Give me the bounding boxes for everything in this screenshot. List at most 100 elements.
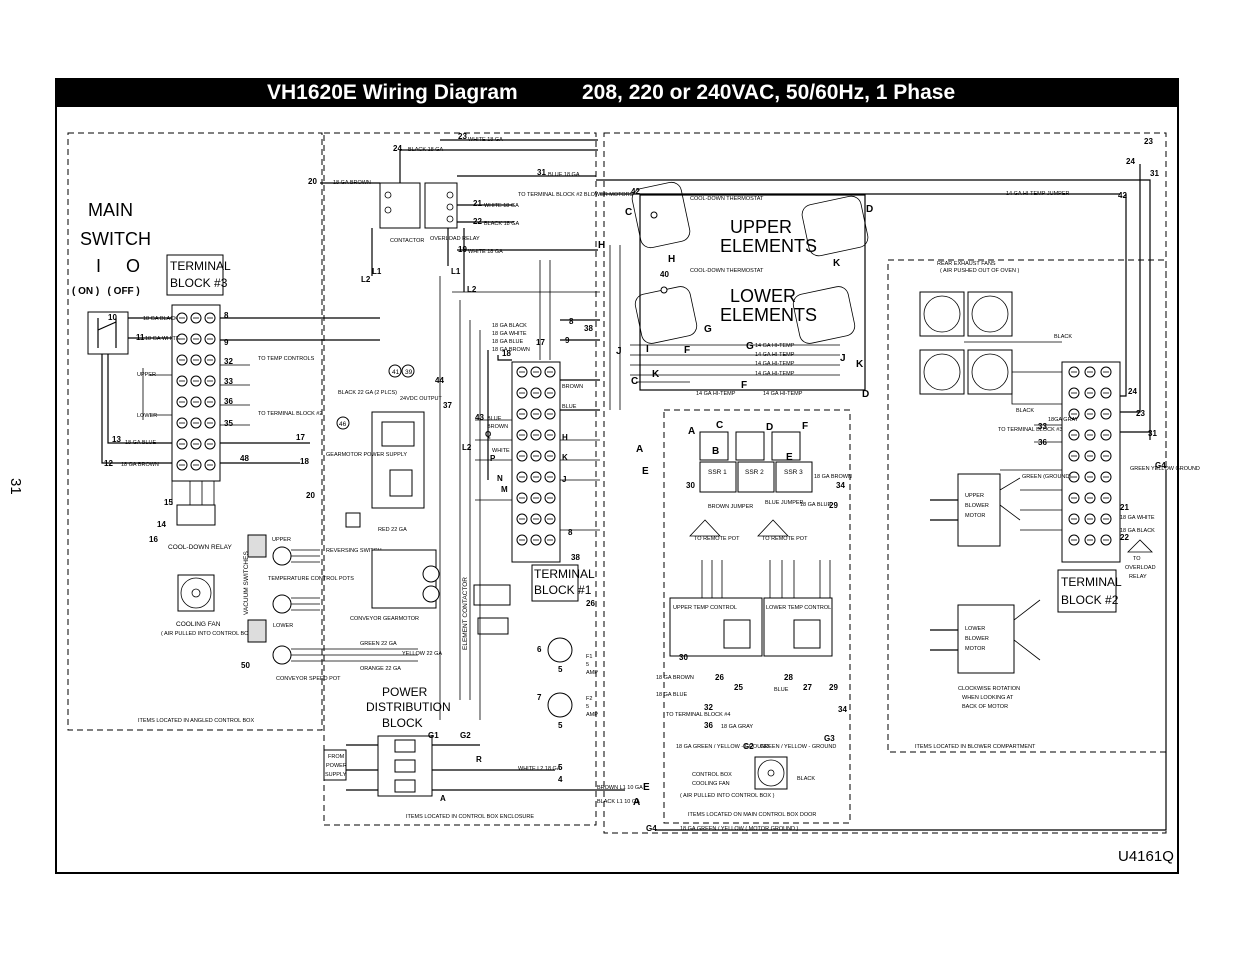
node-36-tb2: 36 (1038, 438, 1047, 447)
node-9-tb1: 9 (565, 336, 570, 345)
rotation-note-2: WHEN LOOKING AT (962, 695, 1014, 701)
wire-white-18-tb3: 18 GA WHITE (145, 336, 180, 342)
node-10: 10 (108, 313, 117, 322)
node-6: 6 (537, 645, 542, 654)
node-A-bottom: A (633, 797, 640, 808)
wire-blue-18-tb3: 18 GA BLUE (125, 440, 157, 446)
angled-control-box-note: ITEMS LOCATED IN ANGLED CONTROL BOX (138, 718, 254, 724)
exhaust-fan-2 (967, 291, 1013, 337)
contactor-label: CONTACTOR (390, 238, 424, 244)
node-24-right: 24 (1126, 157, 1135, 166)
node-23-top: 23 (458, 132, 467, 141)
ssr3-label: SSR 3 (784, 469, 803, 476)
cool-down-relay-label: COOL-DOWN RELAY (168, 544, 232, 551)
diagram-title: VH1620E Wiring Diagram (267, 81, 518, 104)
node-G1: G1 (428, 731, 439, 740)
conveyor-gearmotor-label: CONVEYOR GEARMOTOR (350, 616, 419, 622)
node-20-left: 20 (306, 491, 315, 500)
control-box-enclosure-note: ITEMS LOCATED IN CONTROL BOX ENCLOSURE (406, 814, 534, 820)
overload-relay-body (424, 182, 458, 229)
wire-white-tb2: 18 GA WHITE (1120, 515, 1155, 521)
fuse-f1-rating: 5 (586, 662, 589, 668)
wire-black-fan2: BLACK (1016, 408, 1034, 414)
wire-brown-tb1b: BROWN (487, 424, 508, 430)
hi-temp-4: 14 GA HI-TEMP (755, 371, 795, 377)
terminal-block-3-body (171, 304, 221, 482)
node-24-top: 24 (393, 144, 402, 153)
node-12: 12 (104, 459, 113, 468)
node-C-ssr: C (716, 420, 723, 431)
fuse-f2 (547, 692, 573, 718)
node-F-oven: F (684, 345, 690, 356)
node-L1-relay: L1 (451, 267, 461, 276)
node-34-ssr: 34 (836, 481, 845, 490)
node-7: 7 (537, 693, 542, 702)
from-power-supply-3: SUPPLY (325, 772, 347, 778)
lower-blower-motor-2: BLOWER (965, 636, 989, 642)
node-B-ssr: B (712, 446, 719, 457)
node-38-tb1: 38 (571, 553, 580, 562)
rear-exhaust-fans-label: REAR EXHAUST FANS (937, 261, 996, 267)
element-contactor-body-1 (473, 584, 511, 606)
temperature-control-pots-label: TEMPERATURE CONTROL POTS (268, 576, 354, 582)
node-Q: Q (485, 430, 491, 439)
cool-down-relay-body (176, 504, 216, 526)
wire-blue-tb1c: BLUE (562, 404, 577, 410)
pot-lower-label: LOWER (273, 623, 293, 629)
wire-white-l2: WHITE L2 18 GA (518, 766, 561, 772)
wire-green-yellow-2: GREEN / YELLOW - GROUND (760, 744, 836, 750)
lower-blower-motor-1: LOWER (965, 626, 985, 632)
node-L2-relay: L2 (467, 285, 477, 294)
wire-brown-18-top: 18 GA BROWN (333, 180, 371, 186)
conveyor-speed-pot-label: CONVEYOR SPEED POT (276, 676, 341, 682)
main-control-box-door-note: ITEMS LOCATED ON MAIN CONTROL BOX DOOR (688, 812, 816, 818)
cool-down-thermostat-lower: COOL-DOWN THERMOSTAT (690, 268, 764, 274)
node-31-tb2: 31 (1148, 429, 1157, 438)
terminal-block-3-label-1: TERMINAL (170, 259, 231, 273)
fuse-f2-unit: AMP (586, 712, 598, 718)
node-42-right: 42 (1118, 191, 1127, 200)
node-G4-bottom: G4 (646, 824, 657, 833)
ssr2-body (737, 461, 775, 493)
wire-green-yellow-tb2: GREEN YELLOW GROUND (1130, 466, 1200, 472)
node-4-pdb: 4 (558, 775, 563, 784)
wire-black-18-tb3: 18 GA BLACK (143, 316, 178, 322)
upper-blower-motor-body (957, 473, 1001, 547)
title-bar: VH1620E Wiring Diagram 208, 220 or 240VA… (55, 78, 1179, 107)
node-42-oven: 42 (631, 187, 640, 196)
ssr1-body (699, 461, 737, 493)
control-box-fan-housing (754, 756, 788, 790)
wire-yellow-22: YELLOW 22 GA (402, 651, 442, 657)
node-K-left: K (652, 369, 660, 380)
node-24-tb2: 24 (1128, 387, 1137, 396)
element-upper-left (631, 181, 691, 249)
wire-red-22: RED 22 GA (378, 527, 407, 533)
exhaust-fan-1 (919, 291, 965, 337)
node-5-f2: 5 (558, 721, 563, 730)
node-33-tb3: 33 (224, 377, 233, 386)
to-terminal-block-3: TO TERMINAL BLOCK #3 (998, 427, 1062, 433)
element-contactor: ELEMENT CONTACTOR (462, 577, 511, 650)
node-D-oven: D (866, 204, 873, 215)
overload-relay-label: OVERLOAD RELAY (430, 236, 480, 242)
node-30-tc: 30 (679, 653, 688, 662)
conveyor-speed-pot (272, 645, 292, 665)
node-J-tb1: J (562, 475, 566, 484)
wire-white-18-top: WHITE 18 GA (468, 137, 503, 143)
node-L2-contactor: L2 (361, 275, 371, 284)
node-D-ssr: D (766, 422, 773, 433)
vacuum-switch-lower (247, 619, 267, 643)
control-box-fan-label-2: COOLING FAN (692, 781, 730, 787)
temp-pot-upper (272, 546, 292, 566)
element-contactor-label: ELEMENT CONTACTOR (462, 577, 469, 650)
node-34-tc: 34 (838, 705, 847, 714)
to-overload-relay-2: OVERLOAD (1125, 565, 1156, 571)
control-box-cooling-fan: CONTROL BOX COOLING FAN ( AIR PULLED INT… (680, 756, 815, 799)
conveyor-gearmotor: CONVEYOR GEARMOTOR (350, 549, 440, 622)
node-46: 46 (339, 421, 347, 428)
from-power-supply-box (323, 749, 347, 781)
vacuum-upper-label: UPPER (137, 372, 156, 378)
fuse-f1-name: F1 (586, 654, 592, 660)
ssr2-label: SSR 2 (745, 469, 764, 476)
main-control-box-door-region (663, 409, 851, 824)
